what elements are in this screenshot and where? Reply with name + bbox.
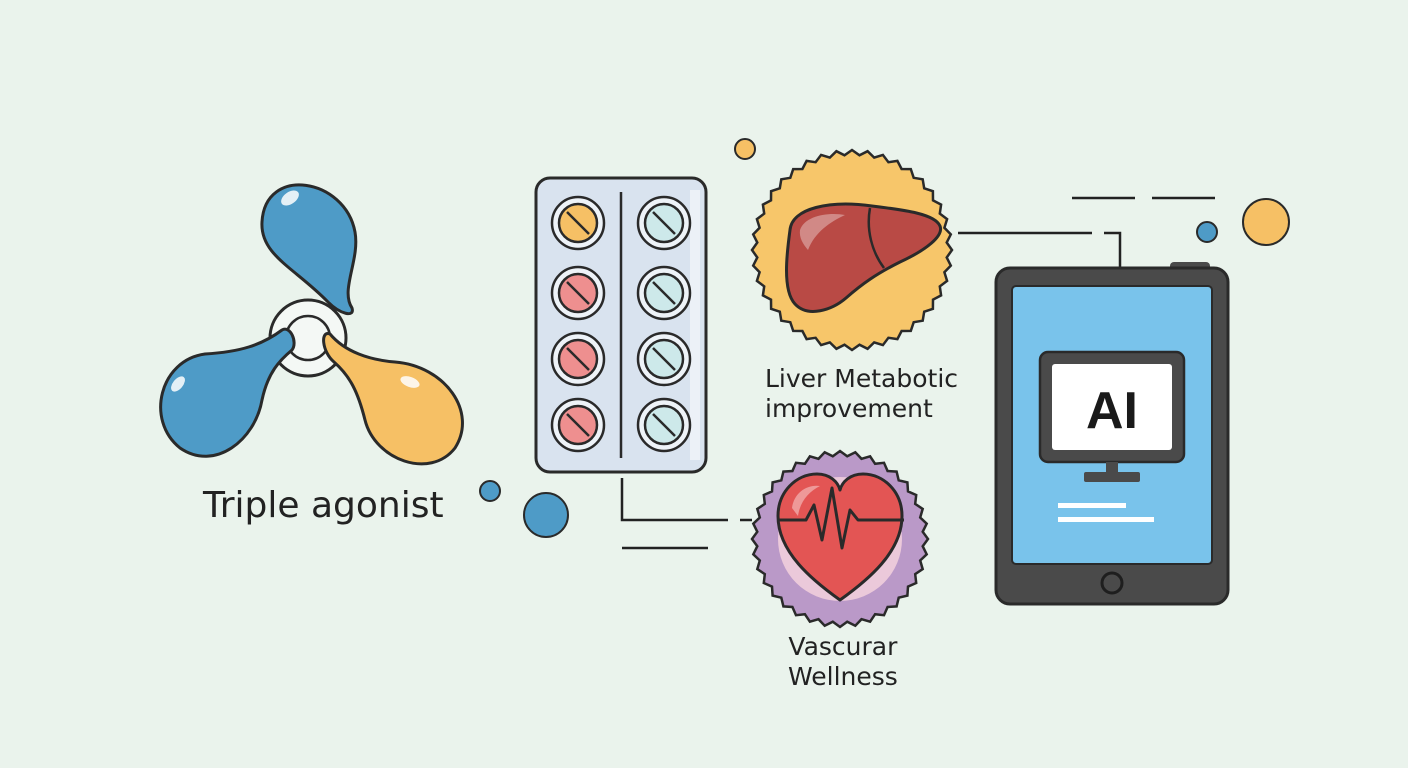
molecule-orange-right-lobe [322, 332, 464, 466]
dot-blue-small-right [1196, 221, 1218, 243]
heart-pulse-icon [776, 472, 904, 602]
pill [636, 265, 692, 321]
pill [550, 195, 606, 251]
decorative-dots [479, 138, 1290, 538]
vascular-label-line-2: Wellness [788, 662, 898, 691]
tablet-home-button [1100, 571, 1124, 595]
pill-to-heart-connector [620, 478, 728, 522]
monitor-icon [1038, 350, 1186, 482]
connector-lines [620, 196, 1215, 550]
pill [550, 265, 606, 321]
liver-icon [785, 202, 942, 313]
tablet-icon: AI [994, 262, 1230, 606]
pulse-line [778, 486, 904, 550]
liver-badge [750, 148, 954, 352]
heart-badge [750, 449, 930, 629]
pill [636, 331, 692, 387]
pill [550, 331, 606, 387]
triple-agonist-molecule-icon [159, 183, 464, 466]
dot-orange-small [734, 138, 756, 160]
vascular-label-line-1: Vascurar [788, 632, 898, 661]
ai-screen-text: AI [1086, 382, 1138, 440]
vascular-label: Vascurar Wellness [788, 632, 898, 692]
pill-blister-pack-icon [534, 176, 708, 474]
liver-to-tablet-connector [1104, 231, 1122, 268]
liver-label-line-2: improvement [765, 394, 933, 423]
molecule-blue-top-lobe [260, 183, 358, 316]
molecule-blue-left-lobe [159, 327, 296, 458]
triple-agonist-label: Triple agonist [203, 485, 444, 526]
liver-label-line-1: Liver Metabotic [765, 364, 959, 393]
pill [636, 195, 692, 251]
pill [636, 397, 692, 453]
screen-text-line-2 [1058, 517, 1154, 522]
pill [550, 397, 606, 453]
liver-label: Liver Metabotic improvement [765, 364, 958, 424]
dot-orange-large [1242, 198, 1290, 246]
dot-blue-medium [523, 492, 569, 538]
pills-grid [550, 195, 692, 453]
screen-text-line-1 [1058, 503, 1126, 508]
dot-blue-small-left [479, 480, 501, 502]
